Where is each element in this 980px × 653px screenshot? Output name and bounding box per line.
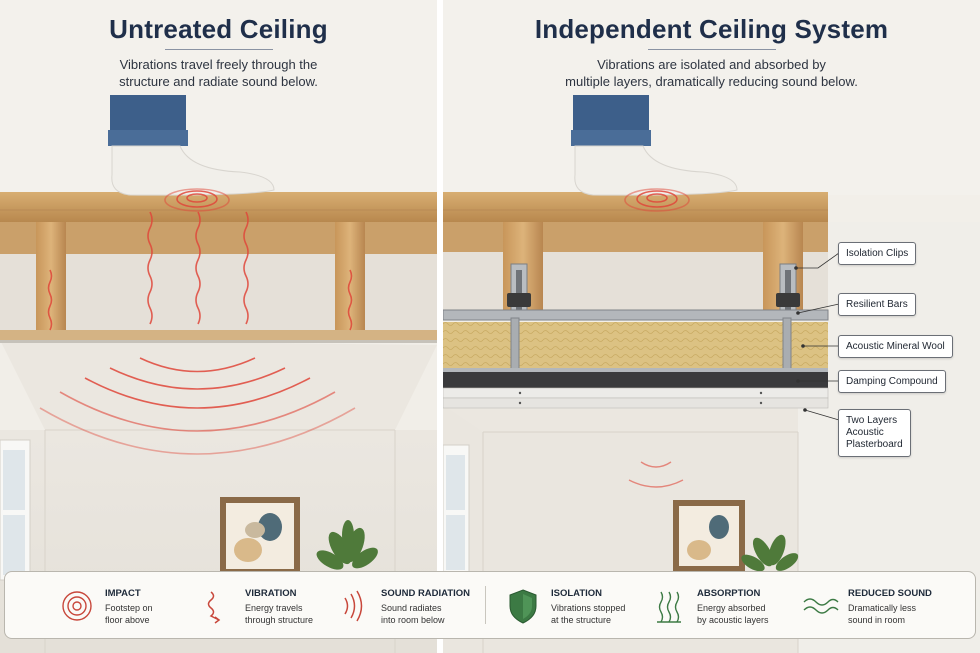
legend-title: ISOLATION	[551, 588, 603, 599]
legend-desc: Energy absorbed by acoustic layers	[697, 602, 807, 626]
absorption-icon	[657, 591, 681, 623]
left-title: Untreated Ceiling	[109, 14, 328, 44]
right-subtitle-line2: multiple layers, dramatically reducing s…	[565, 74, 858, 89]
callout-plasterboard: Two Layers Acoustic Plasterboard	[838, 409, 911, 457]
legend-desc-line1: Energy travels	[245, 603, 303, 613]
isolation-clip-right	[776, 263, 800, 311]
isolation-clip-left	[507, 263, 531, 311]
legend-title: REDUCED SOUND	[848, 588, 932, 599]
legend-desc-line1: Sound radiates	[381, 603, 442, 613]
legend-title: VIBRATION	[245, 588, 297, 599]
left-subtitle: Vibrations travel freely through the str…	[0, 56, 437, 90]
callout-isolation-clips: Isolation Clips	[838, 242, 917, 265]
legend-title: ABSORPTION	[697, 588, 761, 599]
legend-desc-line1: Dramatically less	[848, 603, 917, 613]
legend-desc-line1: Vibrations stopped	[551, 603, 626, 613]
legend-desc: Vibrations stopped at the structure	[551, 602, 661, 626]
independent-ceiling-illustration	[443, 0, 980, 653]
untreated-ceiling-illustration	[0, 0, 437, 653]
callout-plasterboard-line2: Acoustic	[846, 427, 884, 438]
left-subtitle-line1: Vibrations travel freely through the	[119, 57, 318, 72]
legend-separator	[485, 586, 486, 624]
legend-desc-line2: through structure	[245, 615, 314, 625]
right-title: Independent Ceiling System	[534, 14, 889, 44]
legend-desc-line1: Energy absorbed	[697, 603, 766, 613]
legend-desc: Footstep on floor above	[105, 602, 215, 626]
legend-desc: Sound radiates into room below	[381, 602, 491, 626]
callout-resilient-bars: Resilient Bars	[838, 293, 916, 316]
legend-desc: Dramatically less sound in room	[848, 602, 958, 626]
vibration-icon	[207, 591, 221, 624]
shield-icon	[509, 589, 537, 624]
legend-desc-line2: sound in room	[848, 615, 906, 625]
callout-damping-compound: Damping Compound	[838, 370, 946, 393]
sound-radiation-icon	[344, 590, 363, 622]
right-subtitle: Vibrations are isolated and absorbed by …	[443, 56, 980, 90]
right-subtitle-line1: Vibrations are isolated and absorbed by	[597, 57, 826, 72]
right-title-rule	[648, 49, 776, 50]
legend-desc-line2: by acoustic layers	[697, 615, 769, 625]
untreated-ceiling-panel: Untreated Ceiling Vibrations travel free…	[0, 0, 437, 653]
callout-plasterboard-line3: Plasterboard	[846, 439, 903, 450]
left-subtitle-line2: structure and radiate sound below.	[119, 74, 318, 89]
legend-title: SOUND RADIATION	[381, 588, 471, 599]
reduced-sound-icon	[803, 598, 839, 614]
callout-mineral-wool: Acoustic Mineral Wool	[838, 335, 953, 358]
independent-ceiling-panel: Independent Ceiling System Vibrations ar…	[443, 0, 980, 653]
legend-desc: Energy travels through structure	[245, 602, 355, 626]
left-title-rule	[165, 49, 273, 50]
legend-desc-line1: Footstep on	[105, 603, 153, 613]
legend-desc-line2: floor above	[105, 615, 150, 625]
legend-desc-line2: at the structure	[551, 615, 612, 625]
impact-icon	[62, 591, 92, 621]
panel-divider	[437, 0, 443, 653]
legend-title: IMPACT	[105, 588, 141, 599]
legend-desc-line2: into room below	[381, 615, 445, 625]
callout-plasterboard-line1: Two Layers	[846, 415, 898, 426]
